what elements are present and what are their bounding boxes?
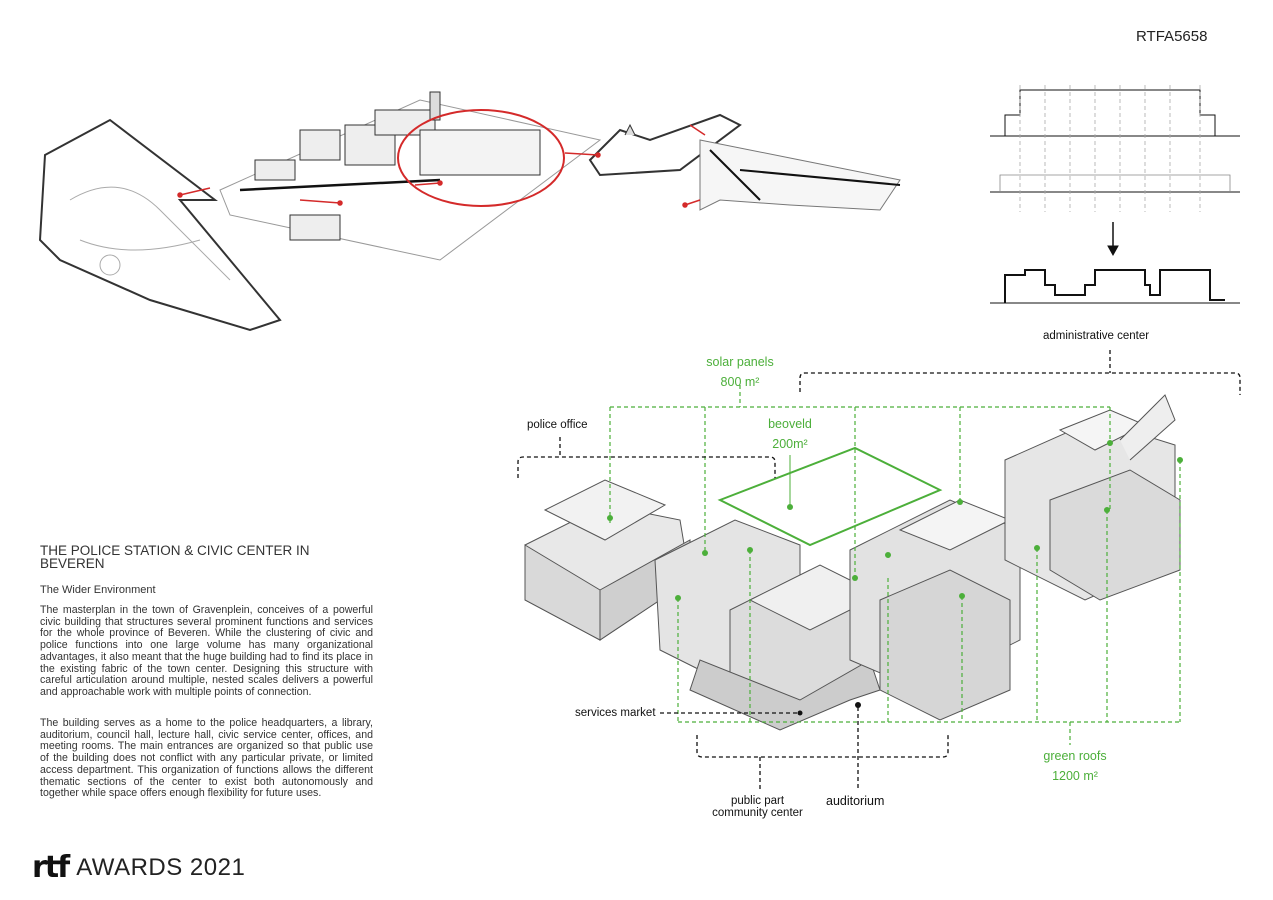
awards-text: AWARDS 2021 bbox=[76, 854, 246, 881]
board-code: RTFA5658 bbox=[1136, 28, 1208, 45]
label-green-roofs: green roofs 1200 m² bbox=[1030, 746, 1120, 786]
beoveld-area-outline bbox=[717, 446, 943, 547]
label-solar-panels: solar panels 800 m² bbox=[700, 352, 780, 392]
label-auditorium: auditorium bbox=[826, 794, 885, 808]
site-connection-arrows bbox=[177, 124, 706, 208]
rtf-logo-mark: rtf bbox=[32, 850, 70, 885]
label-police-office: police office bbox=[527, 419, 588, 431]
site-map bbox=[38, 91, 901, 332]
beoveld-area: 200m² bbox=[772, 437, 808, 451]
body-paragraph-2: The building serves as a home to the pol… bbox=[40, 717, 373, 800]
street-sections bbox=[990, 85, 1240, 304]
body-paragraph-1: The masterplan in the town of Gravenplei… bbox=[40, 604, 373, 698]
services-market-marker bbox=[797, 710, 803, 716]
label-administrative-center: administrative center bbox=[1043, 330, 1150, 342]
green-roofs-area: 1200 m² bbox=[1052, 769, 1098, 783]
rtf-awards-logo: rtf AWARDS 2021 bbox=[32, 853, 245, 883]
page-title: THE POLICE STATION & CIVIC CENTER IN BEV… bbox=[40, 543, 310, 571]
green-roof-markers bbox=[607, 440, 1183, 601]
green-roofs-title: green roofs bbox=[1043, 749, 1107, 763]
solar-panels-area: 800 m² bbox=[720, 375, 760, 389]
label-beoveld: beoveld 200m² bbox=[750, 414, 830, 454]
green-roof-projections bbox=[609, 385, 1181, 745]
solar-panels-title: solar panels bbox=[706, 355, 774, 369]
public-part-title: public part bbox=[730, 795, 785, 807]
community-center-title: community center bbox=[712, 807, 803, 819]
label-public-part: public part community center bbox=[700, 795, 815, 819]
beoveld-title: beoveld bbox=[768, 417, 812, 431]
axonometric-building bbox=[524, 394, 1181, 731]
label-services-market: services market bbox=[575, 707, 656, 719]
auditorium-marker bbox=[855, 702, 861, 708]
highlight-ellipse bbox=[397, 109, 565, 207]
section-subtitle: The Wider Environment bbox=[40, 584, 156, 596]
black-brackets bbox=[517, 350, 1241, 790]
